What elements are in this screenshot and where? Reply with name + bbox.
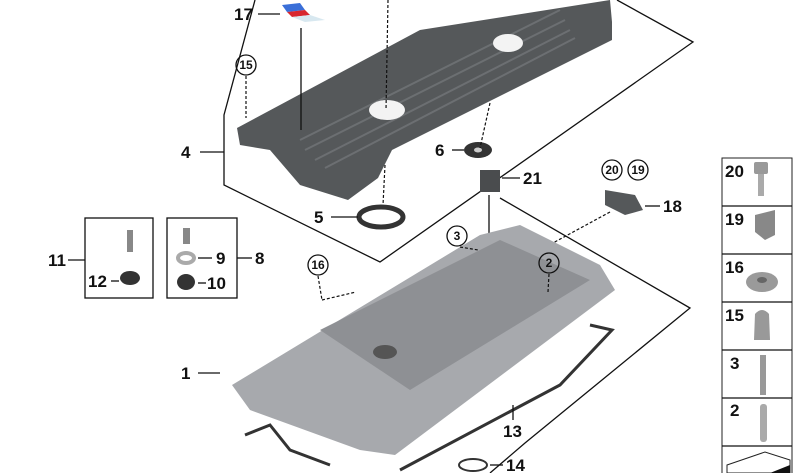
- valve-cover[interactable]: [232, 225, 615, 455]
- bolt-icon: [127, 230, 133, 252]
- svg-text:20: 20: [725, 162, 744, 181]
- washer-9[interactable]: [176, 251, 196, 265]
- sidebar-item-2[interactable]: 2: [730, 401, 767, 442]
- group-outline-cover: [223, 0, 695, 263]
- callout-4: 4: [181, 143, 191, 162]
- stud-bolt-icon: [760, 355, 766, 395]
- callout-6: 6: [435, 141, 444, 160]
- clip-nut-icon: [755, 210, 775, 240]
- grommet-10[interactable]: [177, 274, 195, 290]
- gasket-13[interactable]: [244, 323, 615, 472]
- callout-13: 13: [503, 422, 522, 441]
- callout-circle-15: [235, 54, 257, 76]
- callout-19: 19: [631, 163, 645, 177]
- callout-10: 10: [207, 274, 226, 293]
- grommet-ring-5[interactable]: [356, 204, 406, 230]
- callout-2: 2: [546, 256, 553, 270]
- dowel-pin-icon: [760, 404, 767, 442]
- svg-text:2: 2: [730, 401, 739, 420]
- svg-text:15: 15: [725, 306, 744, 325]
- grommet-12[interactable]: [120, 271, 140, 285]
- callout-15: 15: [239, 58, 253, 72]
- bracket-18[interactable]: [605, 190, 643, 215]
- callout-21: 21: [523, 169, 542, 188]
- svg-text:3: 3: [730, 354, 739, 373]
- callout-20: 20: [605, 163, 619, 177]
- callout-3: 3: [454, 229, 461, 243]
- callout-9: 9: [216, 249, 225, 268]
- sidebar-item-16[interactable]: 16: [725, 258, 778, 292]
- sidebar-item-15[interactable]: 15: [725, 306, 770, 340]
- callout-16: 16: [311, 258, 325, 272]
- m-badge[interactable]: [282, 3, 325, 22]
- callout-8: 8: [255, 249, 264, 268]
- callout-14: 14: [506, 456, 525, 473]
- seal-ring-14[interactable]: [458, 458, 488, 472]
- callout-18: 18: [663, 197, 682, 216]
- callout-1: 1: [181, 364, 190, 383]
- parts-sidebar: 20 19 16 15 3 2: [721, 157, 793, 473]
- bolt-icon: [183, 228, 190, 244]
- sidebar-item-19[interactable]: 19: [725, 210, 775, 240]
- group-outline-valve-cover: [489, 197, 692, 473]
- svg-text:16: 16: [725, 258, 744, 277]
- svg-text:19: 19: [725, 210, 744, 229]
- sidebar-item-20[interactable]: 20: [725, 162, 768, 196]
- sidebar-item-3[interactable]: 3: [730, 354, 766, 395]
- cap-nut-icon: [754, 310, 770, 340]
- callout-5: 5: [314, 208, 323, 227]
- callout-12: 12: [88, 272, 107, 291]
- sensor-cover-21[interactable]: [480, 170, 500, 192]
- callout-17: 17: [234, 5, 253, 24]
- callout-11: 11: [48, 251, 66, 270]
- engine-cover[interactable]: [237, 0, 612, 200]
- kit-box-11: [84, 217, 154, 299]
- bolt-icon: [754, 162, 768, 174]
